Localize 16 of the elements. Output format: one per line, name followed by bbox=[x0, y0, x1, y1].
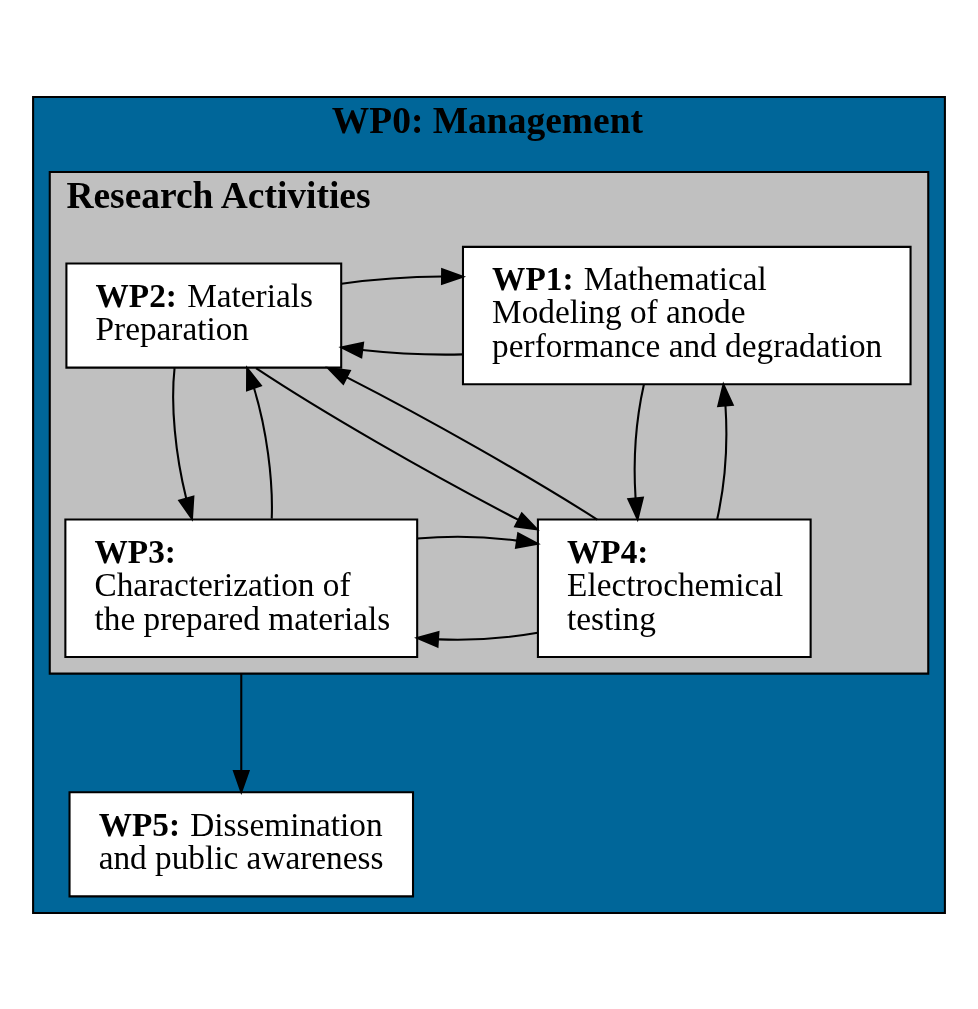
arrow bbox=[325, 365, 598, 520]
arrow bbox=[338, 340, 463, 359]
arrow bbox=[246, 364, 273, 519]
node-box: WP2: Materials Preparation bbox=[65, 261, 343, 369]
arrow bbox=[417, 531, 541, 549]
node-box: WP5: Dissemination and public awareness bbox=[68, 790, 415, 897]
arrow bbox=[716, 381, 735, 519]
node-box: WP1: Mathematical Modeling of anode performance and degradation bbox=[461, 245, 912, 385]
arrow bbox=[172, 367, 195, 522]
arrow bbox=[255, 366, 540, 531]
arrow bbox=[414, 630, 538, 648]
arrow bbox=[341, 267, 467, 285]
node-box: WP3: Characterization of the prepared materials bbox=[64, 518, 419, 658]
arrow bbox=[626, 384, 645, 522]
node-box: WP4: Electrochemical testing bbox=[536, 518, 812, 658]
arrow bbox=[232, 673, 251, 795]
